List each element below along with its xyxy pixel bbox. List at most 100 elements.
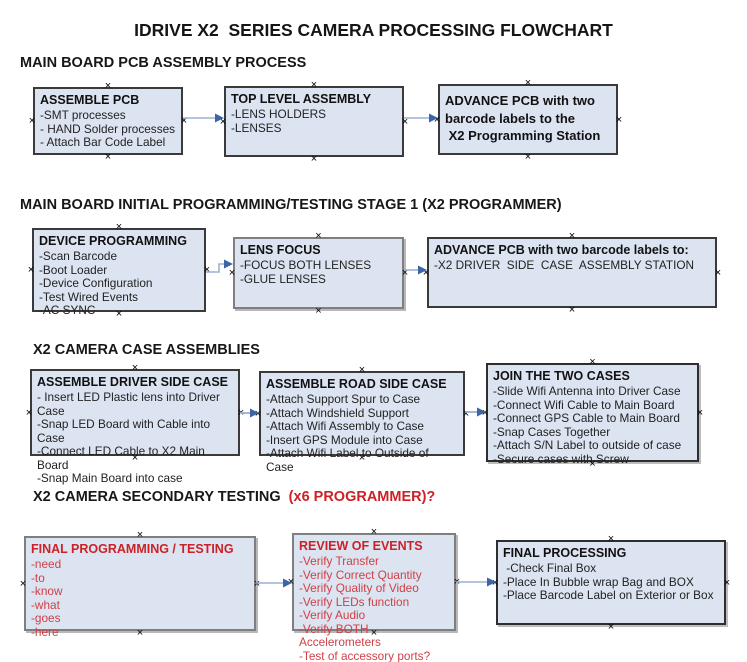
connector-handle-icon — [358, 454, 366, 462]
box-item: -Attach Windshield Support — [266, 405, 409, 420]
box-item: -Attach Support Spur to Case — [266, 392, 421, 406]
box-title: JOIN THE TWO CASES — [493, 369, 630, 383]
connector-handle-icon — [315, 307, 323, 315]
connector-handle-icon — [27, 266, 35, 274]
connector-handle-icon — [524, 79, 532, 87]
box-item: -SMT processes — [40, 108, 126, 122]
box-item: - HAND Solder processes — [40, 121, 176, 136]
box-item: -Scan Barcode — [39, 249, 118, 263]
box-title: TOP LEVEL ASSEMBLY — [231, 92, 372, 106]
flow-box-join-the-two-cases[interactable]: JOIN THE TWO CASES -Slide Wifi Antenna i… — [486, 363, 699, 465]
connector-handle-icon — [714, 269, 722, 277]
box-item: -what — [31, 597, 60, 612]
box-title: FINAL PROCESSING — [503, 546, 627, 560]
connector-handle-icon — [615, 116, 623, 124]
box-item: -Connect Wifi Cable to Main Board — [493, 397, 675, 412]
box-item: -Snap Main Board into case — [37, 471, 183, 485]
box-item: -Test of accessory ports? — [299, 648, 431, 662]
connector-handle-icon — [115, 223, 123, 231]
box-item: -Verify Correct Quantity — [299, 567, 422, 582]
box-title: LENS FOCUS — [240, 243, 321, 257]
flow-box-advance-pcb-programming-station[interactable]: ADVANCE PCB with two barcode labels to t… — [438, 84, 618, 155]
box-item: -Snap LED Board with Cable into Case — [37, 417, 214, 445]
connector-handle-icon — [136, 531, 144, 539]
connector-handle-icon — [370, 528, 378, 536]
box-item: -Verify Quality of Video — [299, 581, 419, 595]
box-title: ADVANCE PCB with two barcode labels to: — [434, 243, 689, 257]
connector-handle-icon — [607, 623, 615, 631]
connector-handle-icon — [723, 579, 731, 587]
box-title: REVIEW OF EVENTS — [299, 539, 423, 553]
section-heading-secondary-testing: X2 CAMERA SECONDARY TESTING (x6 PROGRAMM… — [33, 489, 436, 505]
box-title: ADVANCE PCB with two barcode labels to t… — [445, 93, 601, 143]
flow-arrow[interactable] — [404, 263, 427, 277]
flow-arrow[interactable] — [456, 575, 496, 589]
box-title: ASSEMBLE DRIVER SIDE CASE — [37, 375, 229, 389]
box-item: -Place In Bubble wrap Bag and BOX — [503, 574, 694, 589]
box-item: -Verify Audio — [299, 608, 366, 622]
box-item: -need — [31, 557, 62, 571]
connector-handle-icon — [104, 153, 112, 161]
flow-box-assemble-road-side-case[interactable]: ASSEMBLE ROAD SIDE CASE -Attach Support … — [259, 371, 465, 473]
flow-box-device-programming[interactable]: DEVICE PROGRAMMING -Scan Barcode -Boot L… — [32, 228, 206, 317]
page-title: IDRIVE X2 SERIES CAMERA PROCESSING FLOWC… — [134, 20, 613, 40]
box-item: -X2 DRIVER SIDE CASE ASSEMBLY STATION — [434, 258, 695, 272]
flow-arrow-elbow[interactable] — [206, 256, 233, 278]
section-heading-pcb-assembly: MAIN BOARD PCB ASSEMBLY PROCESS — [20, 55, 307, 71]
box-item: -LENSES — [231, 120, 282, 135]
connector-handle-icon — [131, 454, 139, 462]
connector-handle-icon — [370, 629, 378, 637]
box-title: ASSEMBLE PCB — [40, 93, 140, 107]
flow-box-advance-pcb-driver-side[interactable]: ADVANCE PCB with two barcode labels to: … — [427, 237, 717, 308]
box-item: -Test Wired Events — [39, 289, 138, 304]
flow-arrow[interactable] — [240, 406, 259, 420]
box-item: -here — [31, 624, 59, 639]
connector-handle-icon — [589, 460, 597, 468]
connector-handle-icon — [25, 409, 33, 417]
flow-arrow[interactable] — [404, 111, 438, 125]
flow-box-assemble-driver-side-case[interactable]: ASSEMBLE DRIVER SIDE CASE - Insert LED P… — [30, 369, 240, 485]
connector-handle-icon — [315, 232, 323, 240]
flow-box-top-level-assembly[interactable]: TOP LEVEL ASSEMBLY -LENS HOLDERS -LENSES — [224, 86, 404, 157]
box-item: -Verify LEDs function — [299, 594, 410, 609]
box-item: -AC SYNC — [39, 303, 96, 317]
box-item: -Place Barcode Label on Exterior or Box — [503, 588, 714, 602]
connector-handle-icon — [568, 232, 576, 240]
flow-arrow[interactable] — [256, 576, 292, 590]
section-heading-initial-programming: MAIN BOARD INITIAL PROGRAMMING/TESTING S… — [20, 197, 562, 213]
box-item: -Slide Wifi Antenna into Driver Case — [493, 384, 681, 398]
flow-box-final-processing[interactable]: FINAL PROCESSING -Check Final Box -Place… — [496, 540, 726, 625]
box-item: -Verify Transfer — [299, 554, 379, 568]
flow-arrow[interactable] — [465, 405, 486, 419]
box-title: ASSEMBLE ROAD SIDE CASE — [266, 377, 447, 391]
connector-handle-icon — [136, 629, 144, 637]
connector-handle-icon — [310, 81, 318, 89]
flow-box-lens-focus[interactable]: LENS FOCUS -FOCUS BOTH LENSES -GLUE LENS… — [233, 237, 404, 309]
box-item: -GLUE LENSES — [240, 271, 326, 286]
box-item: -Secure cases with Screw — [493, 451, 629, 466]
box-item: -Attach Wifi Assembly to Case — [266, 419, 424, 433]
flow-box-review-of-events[interactable]: REVIEW OF EVENTS -Verify Transfer -Verif… — [292, 533, 456, 662]
box-item: - Insert LED Plastic lens into Driver Ca… — [37, 390, 224, 418]
flow-box-final-programming-testing[interactable]: FINAL PROGRAMMING / TESTING -need -to -k… — [24, 536, 256, 638]
flow-arrow[interactable] — [183, 111, 224, 125]
connector-handle-icon — [524, 153, 532, 161]
section-heading-accent: (x6 PROGRAMMER)? — [288, 489, 436, 505]
connector-handle-icon — [28, 117, 36, 125]
box-item: -know — [31, 584, 63, 598]
flow-box-assemble-pcb[interactable]: ASSEMBLE PCB -SMT processes - HAND Solde… — [33, 87, 183, 155]
box-item: -Check Final Box — [503, 561, 597, 575]
section-heading-case-assemblies: X2 CAMERA CASE ASSEMBLIES — [33, 342, 260, 358]
connector-handle-icon — [589, 358, 597, 366]
box-item: -Attach S/N Label to outside of case — [493, 438, 682, 452]
box-item: -Connect LED Cable to X2 Main Board — [37, 444, 209, 472]
box-item: -Device Configuration — [39, 276, 153, 290]
connector-handle-icon — [568, 306, 576, 314]
box-item: -Boot Loader — [39, 262, 108, 277]
box-item: -Attach Wifi Label to Outside of Case — [266, 446, 432, 474]
box-item: -LENS HOLDERS — [231, 107, 327, 121]
connector-handle-icon — [19, 580, 27, 588]
box-item: -to — [31, 570, 45, 585]
connector-handle-icon — [607, 535, 615, 543]
